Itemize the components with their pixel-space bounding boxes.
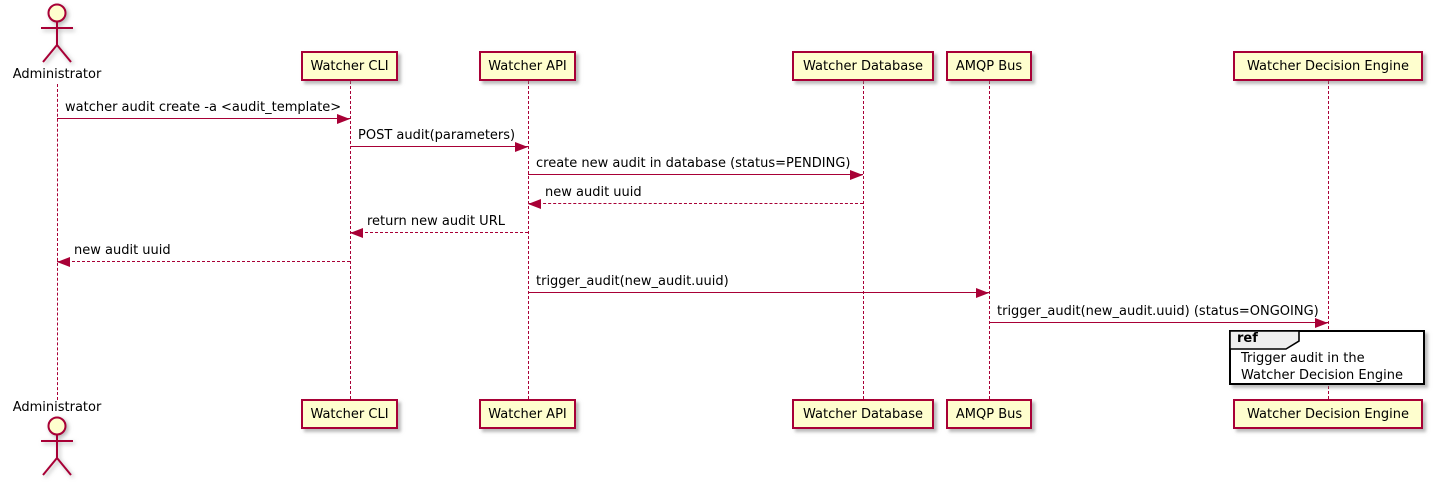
participant-watcher-cli-bottom: Watcher CLI [301,399,398,429]
ref-text-line: Trigger audit in the [1241,351,1365,366]
message-label: watcher audit create -a <audit_template> [65,100,342,115]
participant-amqp-bus-top: AMQP Bus [946,51,1032,81]
participant-label: AMQP Bus [955,58,1023,74]
actor-administrator-bottom: Administrator [12,400,102,415]
lifeline-administrator [57,84,58,400]
lifeline-watcher-cli [350,81,351,399]
arrowhead-right-icon [1315,317,1328,328]
participant-watcher-database-bottom: Watcher Database [792,399,934,429]
participant-label: Watcher Database [803,406,923,422]
arrowhead-left-icon [528,198,541,209]
message-line [528,292,989,293]
message-trigger-audit: trigger_audit(new_audit.uuid) [528,274,989,300]
participant-label: Watcher Decision Engine [1247,406,1409,422]
message-line [57,261,350,262]
ref-keyword: ref [1237,331,1258,346]
lifeline-watcher-decision-engine [1328,81,1329,399]
message-line [350,146,528,147]
participant-label: Watcher API [488,406,567,422]
message-line [528,174,863,175]
participant-label: AMQP Bus [955,406,1023,422]
message-label: trigger_audit(new_audit.uuid) (status=ON… [997,304,1319,319]
participant-watcher-api-top: Watcher API [479,51,576,81]
participant-label: Watcher CLI [310,406,389,422]
participant-label: Watcher Decision Engine [1247,58,1409,74]
participant-watcher-database-top: Watcher Database [792,51,934,81]
message-label: new audit uuid [545,185,642,200]
ref-text-line: Watcher Decision Engine [1241,367,1403,383]
message-label: return new audit URL [367,214,505,229]
arrowhead-left-icon [350,227,363,238]
arrowhead-left-icon [57,256,70,267]
message-label: trigger_audit(new_audit.uuid) [536,274,729,289]
message-new-audit-uuid-admin: new audit uuid [57,243,350,269]
actor-icon [39,416,75,482]
arrowhead-right-icon [976,287,989,298]
message-label: POST audit(parameters) [358,128,516,143]
participant-watcher-decision-engine-bottom: Watcher Decision Engine [1233,399,1423,429]
actor-administrator-top: Administrator [12,67,102,82]
ref-fragment: ref Trigger audit in the Watcher Decisio… [1229,330,1425,385]
message-label: new audit uuid [74,243,171,258]
message-line [989,322,1328,323]
message-line [528,203,863,204]
message-audit-create: watcher audit create -a <audit_template> [57,100,350,126]
participant-amqp-bus-bottom: AMQP Bus [946,399,1032,429]
ref-tab-icon: ref [1229,330,1301,350]
message-new-audit-uuid-return: new audit uuid [528,185,863,211]
participant-watcher-api-bottom: Watcher API [479,399,576,429]
lifeline-watcher-database [863,81,864,399]
arrowhead-right-icon [337,113,350,124]
participant-watcher-decision-engine-top: Watcher Decision Engine [1233,51,1423,81]
message-label: create new audit in database (status=PEN… [536,156,851,171]
message-line [350,232,528,233]
message-return-audit-url: return new audit URL [350,214,528,240]
actor-icon [39,3,75,69]
participant-label: Watcher CLI [310,58,389,74]
ref-text: Trigger audit in the Watcher Decision En… [1241,351,1403,384]
message-trigger-audit-ongoing: trigger_audit(new_audit.uuid) (status=ON… [989,304,1328,330]
participant-label: Watcher Database [803,58,923,74]
lifeline-watcher-api [528,81,529,399]
arrowhead-right-icon [515,141,528,152]
message-post-audit: POST audit(parameters) [350,128,528,154]
participant-watcher-cli-top: Watcher CLI [301,51,398,81]
message-create-new-audit: create new audit in database (status=PEN… [528,156,863,182]
arrowhead-right-icon [850,169,863,180]
participant-label: Watcher API [488,58,567,74]
message-line [57,118,350,119]
lifeline-amqp-bus [989,81,990,399]
